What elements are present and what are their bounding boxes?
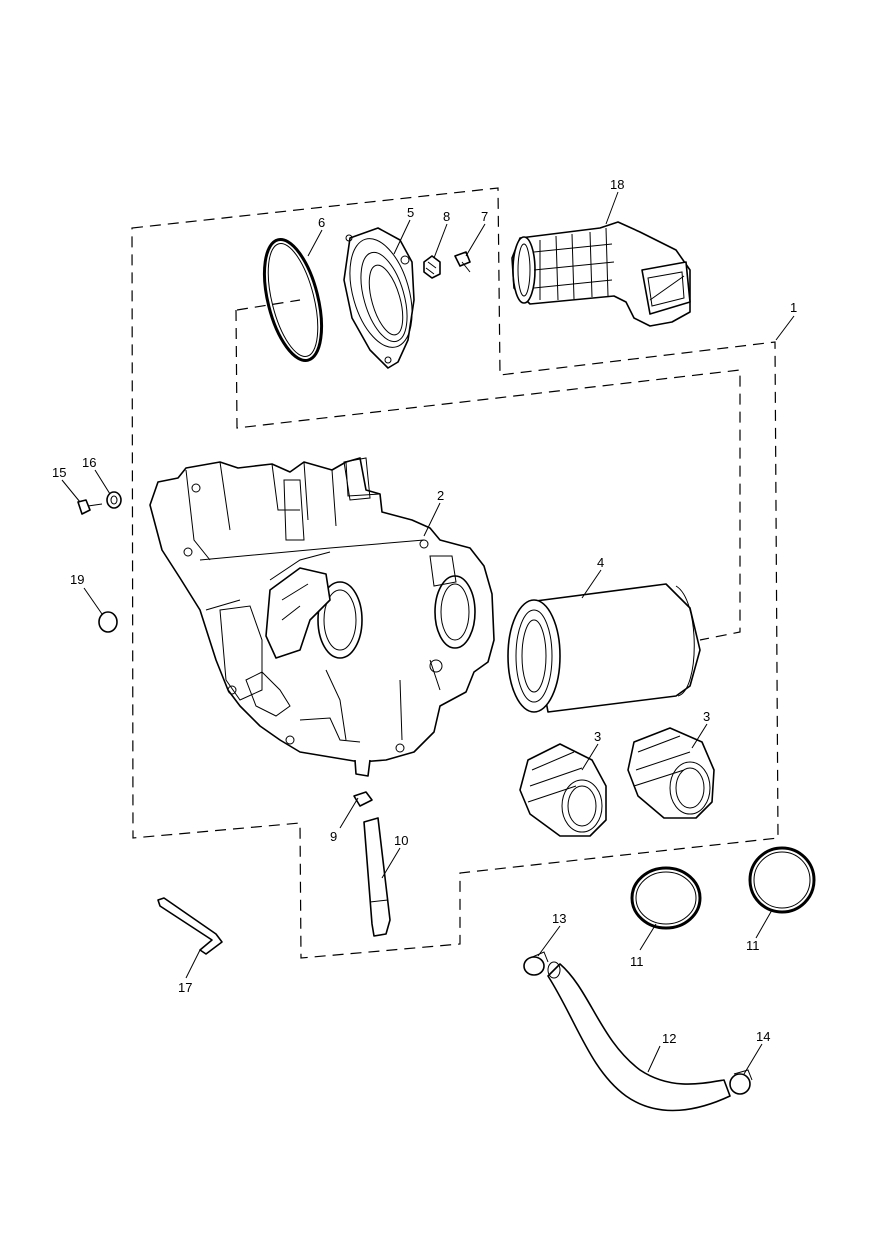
callout-11-left: 11 [630,954,644,969]
part-3-intake-rubber-right [627,727,715,819]
assembly-boundary-outer [131,187,779,959]
part-5-flange [343,227,415,369]
part-2-airbox-body [149,457,495,777]
callout-13: 13 [552,911,566,926]
callout-19: 19 [70,572,84,587]
part-11-o-ring-right [748,846,816,914]
callout-1: 1 [790,300,797,315]
callout-18: 18 [610,177,624,192]
part-13-hose-clip [523,951,549,976]
part-11-o-ring-left [630,866,702,930]
leader-lines [61,191,795,1075]
callout-7: 7 [481,209,488,224]
callout-4: 4 [597,555,604,570]
callout-8: 8 [443,209,450,224]
assembly-boundary-inner [235,299,741,641]
part-7-screw [454,251,471,273]
part-4-air-filter [507,583,701,713]
callout-12: 12 [662,1031,676,1046]
part-10-drain-tube [363,817,391,937]
part-9-clip [353,791,373,807]
callout-16: 16 [82,455,96,470]
callout-3-left: 3 [594,729,601,744]
part-12-breather-hose [547,961,731,1112]
part-8-clip [423,255,441,279]
callout-14: 14 [756,1029,770,1044]
callout-2: 2 [437,488,444,503]
part-18-intake-duct [511,221,691,327]
part-14-hose-clip [729,1069,753,1095]
part-6-o-ring [262,238,324,362]
part-16-grommet [106,491,122,509]
callout-3-right: 3 [703,709,710,724]
callout-9: 9 [330,829,337,844]
callout-6: 6 [318,215,325,230]
part-3-intake-rubber-left [519,743,607,837]
callout-17: 17 [178,980,192,995]
callout-15: 15 [52,465,66,480]
part-19-plug [98,611,118,633]
callout-labels: 1 2 3 3 4 5 6 7 8 9 10 11 11 12 13 14 15… [52,177,797,1046]
callout-10: 10 [394,833,408,848]
callout-5: 5 [407,205,414,220]
part-15-screw [77,499,103,515]
callout-11-right: 11 [746,938,760,953]
part-17-hex-key [157,897,223,955]
